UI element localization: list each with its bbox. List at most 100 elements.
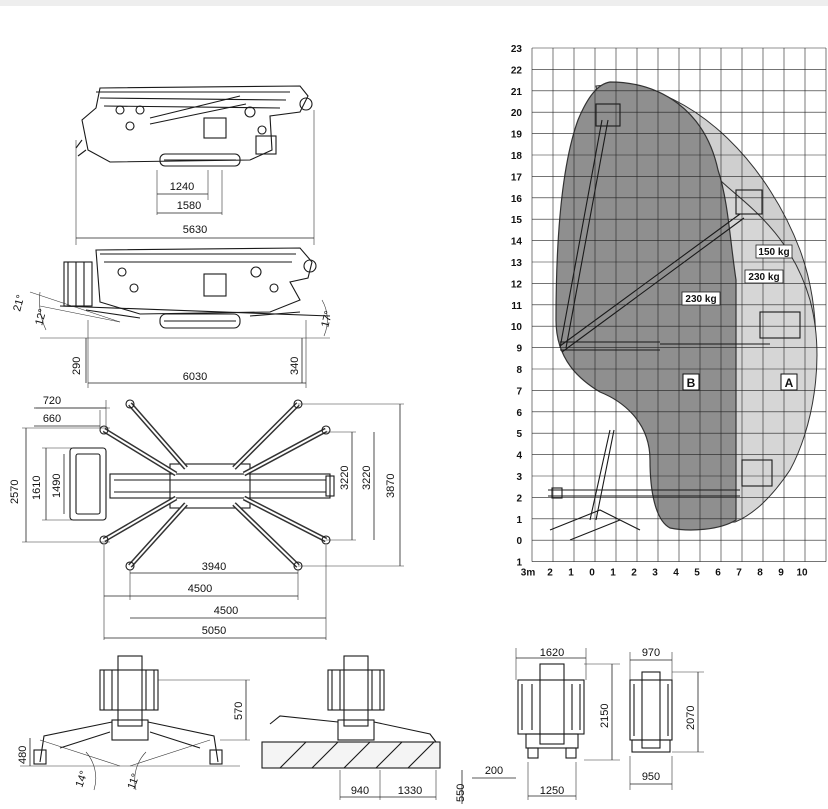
dim-290: 290 bbox=[71, 357, 83, 375]
machine-rear-view: 1620 2150 1250 bbox=[515, 647, 620, 800]
y-tick-label: 4 bbox=[516, 451, 522, 462]
x-tick-label: 0 bbox=[589, 568, 595, 579]
dim-1490: 1490 bbox=[51, 474, 63, 498]
dim-4500-a: 4500 bbox=[188, 583, 212, 595]
svg-text:A: A bbox=[785, 376, 794, 390]
dim-940: 940 bbox=[351, 785, 369, 797]
y-tick-label: 22 bbox=[511, 65, 523, 76]
load-label-230-lower: 230 kg bbox=[681, 291, 721, 306]
x-tick-label: 10 bbox=[796, 568, 808, 579]
y-tick-label: 1 bbox=[516, 515, 522, 526]
x-tick-label: 9 bbox=[778, 568, 784, 579]
dim-660: 660 bbox=[43, 413, 61, 425]
dim-950: 950 bbox=[642, 771, 660, 783]
y-tick-label: 23 bbox=[511, 44, 523, 55]
machine-top-view bbox=[75, 85, 313, 167]
y-tick-label: 21 bbox=[511, 87, 523, 98]
zone-b-label: B bbox=[682, 373, 700, 391]
y-tick-label: 3 bbox=[516, 472, 522, 483]
y-tick-label: 13 bbox=[511, 258, 523, 269]
dim-480: 480 bbox=[17, 746, 29, 764]
dim-970: 970 bbox=[642, 647, 660, 659]
boom-silhouettes bbox=[548, 103, 801, 541]
working-range-chart: 232221201918171615141312111098765432101 … bbox=[511, 44, 827, 579]
side-view-dimensions: 6030 290 340 bbox=[71, 320, 307, 388]
dim-6030: 6030 bbox=[183, 371, 207, 383]
dim-5630: 5630 bbox=[183, 224, 207, 236]
svg-text:230 kg: 230 kg bbox=[748, 272, 779, 283]
machine-narrow-rear-view: 970 2070 950 bbox=[629, 647, 704, 790]
dim-1330: 1330 bbox=[398, 785, 422, 797]
dim-5050: 5050 bbox=[202, 625, 226, 637]
y-tick-label: 15 bbox=[511, 215, 523, 226]
dim-2070: 2070 bbox=[685, 706, 697, 730]
dim-1610: 1610 bbox=[31, 476, 43, 500]
svg-text:230 kg: 230 kg bbox=[685, 294, 716, 305]
dim-3220-inner: 3220 bbox=[339, 466, 351, 490]
x-tick-label: 1 bbox=[610, 568, 616, 579]
dim-570: 570 bbox=[233, 702, 245, 720]
x-tick-label: 1 bbox=[568, 568, 574, 579]
dim-1620: 1620 bbox=[540, 647, 564, 659]
x-tick-label: 2 bbox=[631, 568, 637, 579]
x-tick-label: 3 bbox=[652, 568, 658, 579]
zone-a-label: A bbox=[780, 373, 798, 391]
angle-14: 14° bbox=[74, 769, 91, 789]
load-label-230-upper: 230 kg bbox=[744, 269, 784, 284]
dim-1250: 1250 bbox=[540, 785, 564, 797]
x-tick-label: 7 bbox=[736, 568, 742, 579]
dim-2570: 2570 bbox=[9, 480, 21, 504]
dim-4500-b: 4500 bbox=[214, 605, 238, 617]
y-tick-label: 0 bbox=[516, 536, 522, 547]
dim-2150: 2150 bbox=[599, 704, 611, 728]
x-tick-label: 3m bbox=[521, 568, 536, 579]
machine-front-view-block: 940 1330 550 200 bbox=[261, 655, 516, 804]
y-tick-label: 18 bbox=[511, 151, 523, 162]
angle-21: 21° bbox=[11, 294, 27, 313]
load-label-150: 150 kg bbox=[755, 244, 793, 259]
x-tick-label: 4 bbox=[673, 568, 679, 579]
x-tick-label: 5 bbox=[694, 568, 700, 579]
dim-720: 720 bbox=[43, 395, 61, 407]
y-tick-label: 5 bbox=[516, 429, 522, 440]
dim-340: 340 bbox=[289, 357, 301, 375]
dim-3220-outer: 3220 bbox=[361, 466, 373, 490]
y-tick-label: 1 bbox=[516, 558, 522, 569]
dim-3940: 3940 bbox=[202, 561, 226, 573]
y-tick-label: 8 bbox=[516, 365, 522, 376]
y-tick-label: 19 bbox=[511, 130, 523, 141]
dim-3870: 3870 bbox=[385, 474, 397, 498]
svg-text:150 kg: 150 kg bbox=[758, 247, 789, 258]
y-tick-label: 20 bbox=[511, 108, 523, 119]
y-tick-label: 2 bbox=[516, 493, 522, 504]
y-tick-label: 16 bbox=[511, 194, 523, 205]
y-tick-label: 14 bbox=[511, 237, 523, 248]
y-tick-label: 12 bbox=[511, 279, 523, 290]
machine-side-view: 21° 12° 17° bbox=[11, 247, 335, 339]
x-tick-label: 6 bbox=[715, 568, 721, 579]
svg-text:B: B bbox=[687, 376, 696, 390]
top-band bbox=[0, 0, 828, 6]
plan-view-dimensions: 720 660 2570 1610 1490 3220 3220 3870 39… bbox=[9, 395, 404, 640]
y-tick-label: 10 bbox=[511, 322, 523, 333]
angle-17: 17° bbox=[319, 310, 335, 329]
dim-1240: 1240 bbox=[170, 181, 194, 193]
dim-1580: 1580 bbox=[177, 200, 201, 212]
machine-plan-view bbox=[69, 399, 335, 571]
y-tick-label: 9 bbox=[516, 344, 522, 355]
angle-11: 11° bbox=[126, 772, 143, 791]
y-tick-label: 17 bbox=[511, 172, 523, 183]
zone-b-region bbox=[555, 81, 737, 531]
machine-front-view-outriggers: 480 14° 11° 570 bbox=[17, 655, 250, 791]
dim-550: 550 bbox=[455, 784, 467, 802]
chart-grid bbox=[531, 47, 827, 562]
y-tick-label: 11 bbox=[511, 301, 522, 312]
x-tick-label: 8 bbox=[757, 568, 763, 579]
top-view-dimensions: 1240 1580 5630 bbox=[75, 110, 315, 245]
x-tick-label: 2 bbox=[547, 568, 553, 579]
y-tick-label: 6 bbox=[516, 408, 522, 419]
